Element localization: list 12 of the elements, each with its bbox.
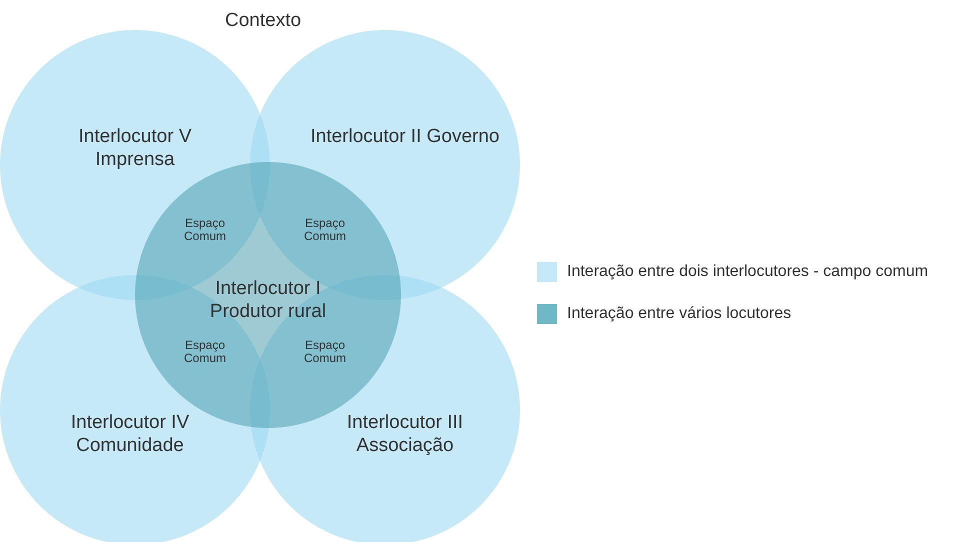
circle-label: Interlocutor V Imprensa — [78, 125, 192, 171]
region-label: Espaço Comum — [182, 217, 227, 243]
circle-label: Interlocutor I Produtor rural — [208, 277, 328, 323]
circle-label: Interlocutor IV Comunidade — [70, 411, 190, 457]
region-label: Espaço Comum — [302, 217, 347, 243]
region-label: Espaço Comum — [182, 339, 227, 365]
title: Contexto — [225, 10, 302, 32]
region-label: Espaço Comum — [302, 339, 347, 365]
legend-label: Interação entre dois interlocutores - campo comum — [567, 263, 928, 281]
legend-label: Interação entre vários locutores — [567, 305, 792, 323]
circle-label: Interlocutor II Governo — [310, 125, 500, 148]
circle-label: Interlocutor III Associação — [346, 411, 464, 457]
